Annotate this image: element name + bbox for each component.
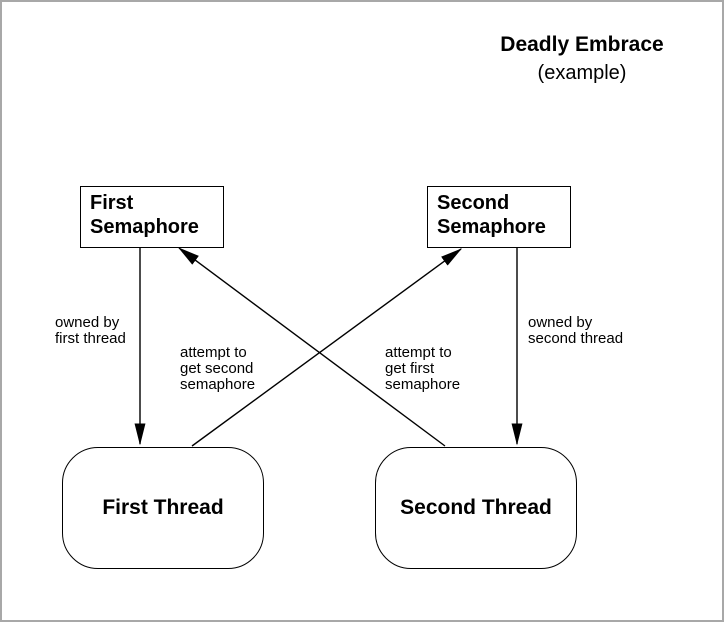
attempt-get-first-semaphore-label: attempt to get first semaphore	[385, 345, 460, 393]
arrow-attempt-get-second-semaphore	[191, 248, 463, 447]
attempt-get-second-semaphore-label: attempt to get second semaphore	[180, 345, 255, 393]
first-semaphore-label-line1: First	[90, 192, 134, 214]
first-semaphore-label-line2: Semaphore	[90, 216, 199, 238]
first-thread-box: First Thread	[62, 447, 264, 569]
owned-by-second-thread-label: owned by second thread	[528, 315, 623, 347]
second-semaphore-label-line1: Second	[437, 192, 510, 214]
attempt-get-second-line2: get second	[180, 360, 254, 377]
attempt-get-second-line1: attempt to	[180, 344, 247, 361]
arrow-attempt-get-first-semaphore	[177, 247, 446, 447]
second-thread-box: Second Thread	[375, 447, 577, 569]
diagram-title: Deadly Embrace	[500, 33, 664, 56]
owned-by-second-line2: second thread	[528, 330, 624, 347]
second-semaphore-label-line2: Semaphore	[437, 216, 546, 238]
first-semaphore-box: First Semaphore	[80, 186, 224, 248]
diagram-subtitle: (example)	[537, 62, 627, 84]
attempt-get-first-line3: semaphore	[385, 376, 461, 393]
owned-by-second-line1: owned by	[528, 314, 593, 331]
attempt-get-first-line1: attempt to	[385, 344, 452, 361]
title-block: Deadly Embrace (example)	[440, 32, 722, 86]
second-semaphore-box: Second Semaphore	[427, 186, 571, 248]
first-thread-label: First Thread	[102, 496, 224, 519]
owned-by-first-line1: owned by	[55, 314, 120, 331]
owned-by-first-thread-label: owned by first thread	[55, 315, 126, 347]
attempt-get-second-line3: semaphore	[180, 376, 256, 393]
attempt-get-first-line2: get first	[385, 360, 435, 377]
owned-by-first-line2: first thread	[55, 330, 126, 347]
second-thread-label: Second Thread	[400, 496, 552, 519]
